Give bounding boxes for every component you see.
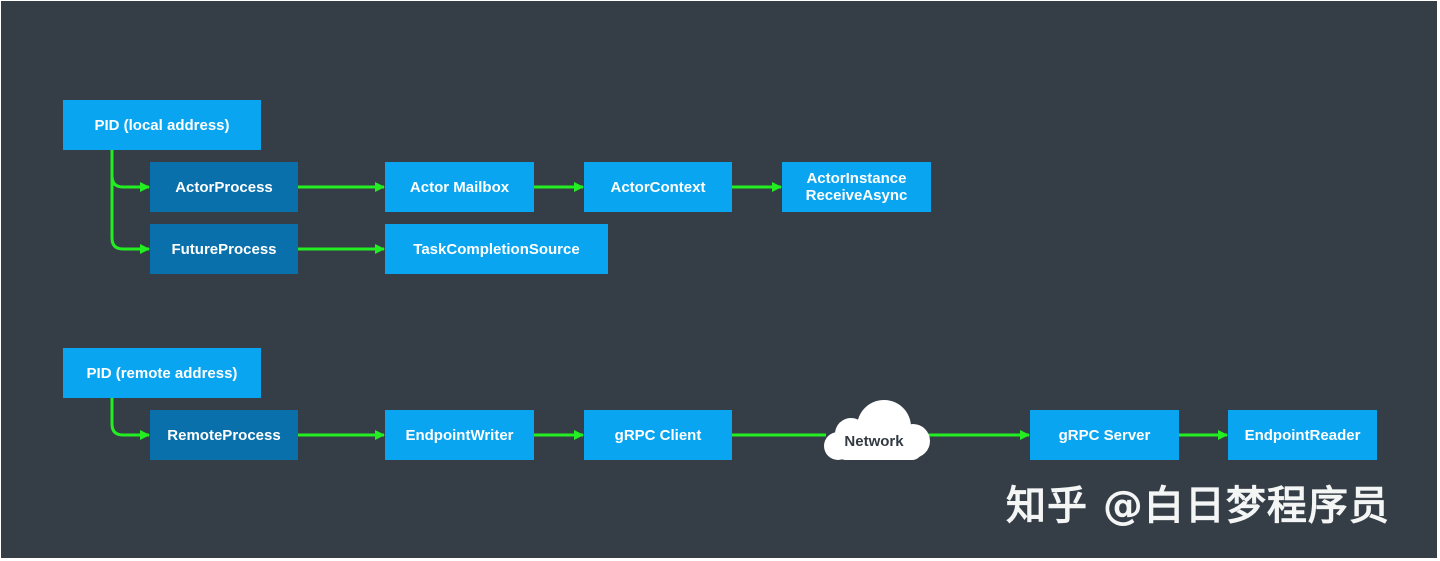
node-actor-mailbox: Actor Mailbox bbox=[385, 162, 534, 212]
edge-pid-local-to-future-process bbox=[110, 150, 150, 254]
node-task-completion-source: TaskCompletionSource bbox=[385, 224, 608, 274]
node-pid-remote: PID (remote address) bbox=[63, 348, 261, 398]
node-grpc-client: gRPC Client bbox=[584, 410, 732, 460]
node-pid-local: PID (local address) bbox=[63, 100, 261, 150]
node-remote-process: RemoteProcess bbox=[150, 410, 298, 460]
node-endpoint-writer: EndpointWriter bbox=[385, 410, 534, 460]
node-endpoint-reader: EndpointReader bbox=[1228, 410, 1377, 460]
cloud-icon bbox=[824, 400, 930, 460]
node-actor-process: ActorProcess bbox=[150, 162, 298, 212]
node-network-label: Network bbox=[844, 432, 904, 450]
node-actor-instance: ActorInstance ReceiveAsync bbox=[782, 162, 931, 212]
node-future-process: FutureProcess bbox=[150, 224, 298, 274]
node-actor-context: ActorContext bbox=[584, 162, 732, 212]
node-grpc-server: gRPC Server bbox=[1030, 410, 1179, 460]
watermark: 知乎 @白日梦程序员 bbox=[1006, 483, 1390, 529]
edge-pid-remote-to-remote-process bbox=[110, 398, 150, 440]
